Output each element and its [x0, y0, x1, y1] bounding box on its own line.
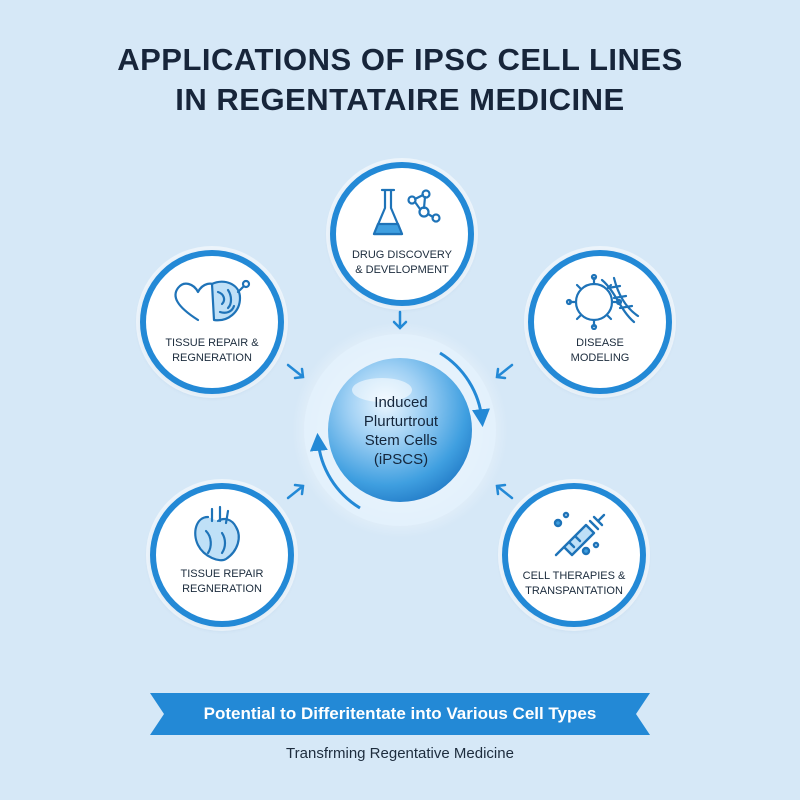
node-tissue-repair-label: TISSUE REPAIR & REGNERATION	[165, 337, 259, 364]
banner-text: Potential to Differitentate into Various…	[203, 704, 597, 723]
title-line-1: APPLICATIONS OF IPSC CELL LINES	[117, 42, 683, 77]
node-cell-therapies-label: CELL THERAPIES & TRANSPANTATION	[522, 570, 626, 597]
node-cell-therapies[interactable]: CELL THERAPIES & TRANSPANTATION	[502, 483, 646, 627]
subtitle: Transfrming Regentative Medicine	[286, 745, 514, 762]
banner: Potential to Differitentate into Various…	[150, 693, 650, 735]
node-tissue-repair[interactable]: TISSUE REPAIR & REGNERATION	[140, 250, 284, 394]
arrow-from-heart	[286, 483, 305, 500]
node-drug-discovery-label: DRUG DISCOVERY & DEVELOPMENT	[351, 249, 453, 276]
title-line-2: IN REGENTATAIRE MEDICINE	[175, 82, 625, 117]
arrow-from-disease	[495, 363, 514, 380]
node-disease-modeling-label: DISEASE MODELING	[570, 337, 630, 364]
syringe-icon	[553, 511, 606, 557]
node-heart-regeneration-label: TISSUE REPAIR REGNERATION	[180, 568, 264, 595]
cycle-arrow-left	[309, 432, 361, 510]
page-title: APPLICATIONS OF IPSC CELL LINES IN REGEN…	[0, 40, 800, 120]
banner-ribbon	[150, 693, 650, 735]
node-drug-discovery[interactable]: DRUG DISCOVERY & DEVELOPMENT	[330, 162, 474, 306]
flask-molecule-icon	[372, 188, 441, 236]
arrow-from-tissue	[286, 363, 305, 380]
sphere-highlight	[352, 378, 412, 402]
center-label: Induced Plurturtrout Stem Cells (iPSCS)	[363, 394, 439, 468]
arrow-from-therapy	[495, 483, 514, 500]
cycle-arrow-right	[439, 351, 490, 428]
node-disease-modeling[interactable]: DISEASE MODELING	[528, 250, 672, 394]
node-heart-regeneration[interactable]: TISSUE REPAIR REGNERATION	[150, 483, 294, 627]
anatomical-heart-icon	[194, 505, 240, 562]
arrow-from-drug	[392, 310, 408, 330]
heart-brain-icon	[174, 279, 251, 322]
virus-dna-icon	[565, 273, 640, 330]
